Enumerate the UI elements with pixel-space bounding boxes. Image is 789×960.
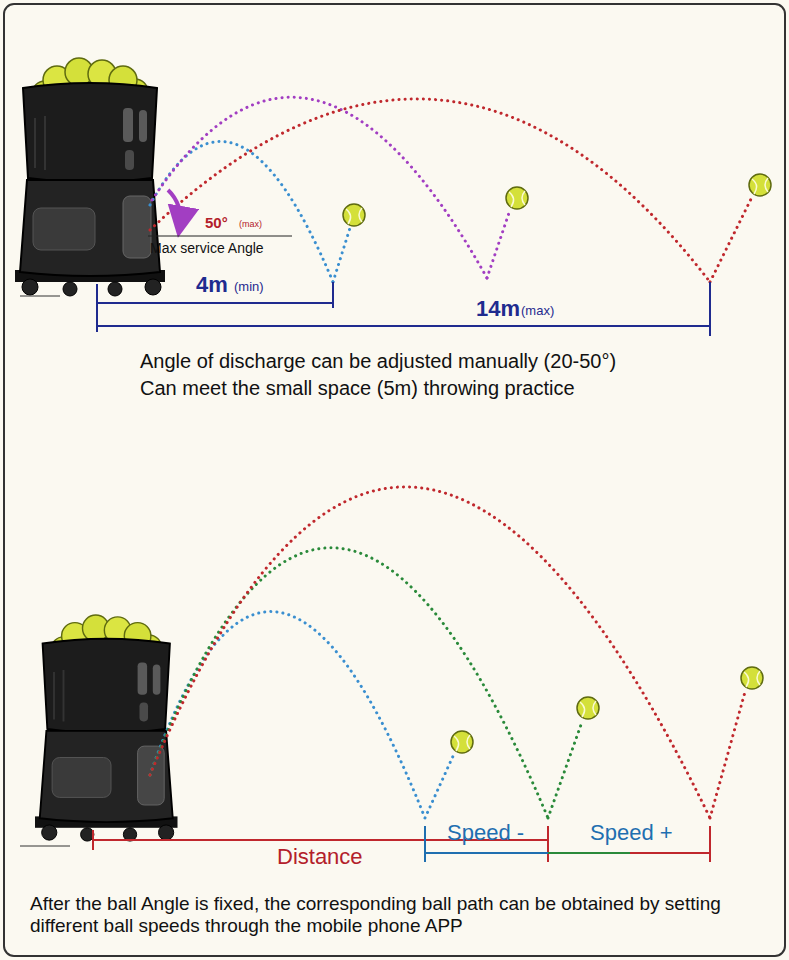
panel-caption: After the ball Angle is fixed, the corre… <box>30 893 765 937</box>
angle-label: Max service Angle <box>150 240 264 256</box>
dimension-label: Speed - <box>447 820 524 845</box>
dimension-value: 14m <box>476 296 520 321</box>
dimension-qualifier: (min) <box>234 280 264 295</box>
dimension-qualifier: (max) <box>521 304 554 319</box>
angle-qualifier: (max) <box>239 219 262 229</box>
panel-note: Can meet the small space (5m) throwing p… <box>140 377 575 400</box>
dimension-label: Speed + <box>590 820 673 845</box>
panel-note: Angle of discharge can be adjusted manua… <box>140 350 616 373</box>
angle-value: 50° <box>205 214 228 231</box>
dimension-value: 4m <box>196 272 228 297</box>
dimension-label: Distance <box>273 844 367 869</box>
